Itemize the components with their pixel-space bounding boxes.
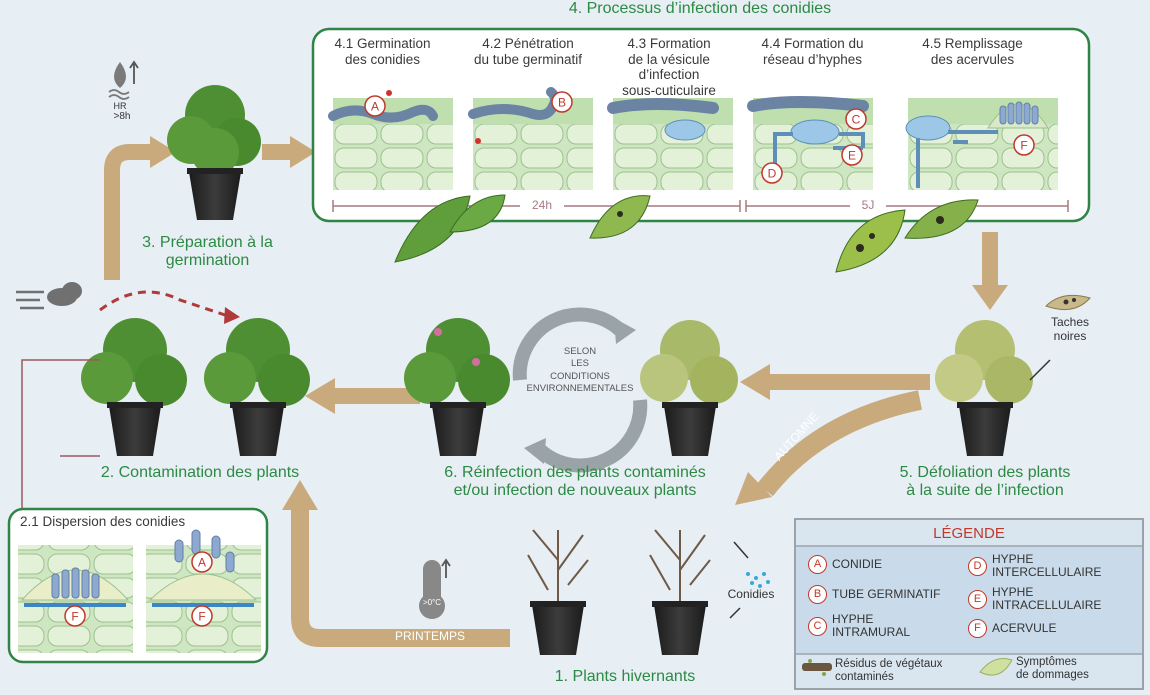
- stage6-title: 6. Réinfection des plants contaminés et/…: [444, 464, 706, 500]
- cycle-text: SELON LES CONDITIONS ENVIRONNEMENTALES: [526, 346, 634, 395]
- marker-a-panel2: A: [198, 556, 206, 570]
- marker-f-step45: F: [1020, 139, 1027, 153]
- marker-a-step41: A: [371, 100, 379, 114]
- conidia-label: Conidies: [727, 587, 775, 601]
- dispersion-panels: F A F: [18, 529, 261, 653]
- black-spots-label: Taches noires: [1050, 315, 1090, 343]
- conidia-cluster-icon: [746, 572, 770, 588]
- legend-label-intercellulaire: HYPHE INTERCELLULAIRE: [992, 552, 1102, 580]
- plants: [81, 85, 1033, 655]
- legend-marker-a: A: [808, 555, 827, 574]
- marker-f-panel2: F: [198, 610, 205, 624]
- rain-wind-icon: [16, 282, 82, 310]
- infection-markers: A B C E D F: [364, 90, 1035, 184]
- infection-panels: [328, 87, 1058, 190]
- stage4-title: 4. Processus d’infection des conidies: [568, 0, 832, 17]
- legend-label-tube: TUBE GERMINATIF: [832, 586, 941, 601]
- step43-label: 4.3 Formation de la vésicule d’infection…: [622, 36, 716, 98]
- step42-label: 4.2 Pénétration du tube germinatif: [473, 36, 583, 67]
- cycle-arrowheads: [524, 318, 636, 464]
- marker-b-step42: B: [558, 96, 566, 110]
- humidity-duration: >8h: [113, 111, 131, 122]
- legend-item-intracellulaire: E HYPHE INTRACELLULAIRE: [968, 585, 1102, 613]
- humidity-icon: [108, 60, 139, 100]
- marker-c-step44: C: [852, 113, 861, 127]
- legend-marker-b: B: [808, 585, 827, 604]
- legend-label-acervule: ACERVULE: [992, 620, 1057, 635]
- thermometer-icon: [419, 558, 451, 619]
- dispersion-arrow: [99, 290, 226, 317]
- stage2-title: 2. Contamination des plants: [100, 464, 300, 481]
- season-spring: PRINTEMPS: [394, 629, 465, 643]
- rose-leaves-icon: [394, 194, 979, 273]
- humidity-label: HR: [113, 101, 127, 111]
- legend-item-intramural: C HYPHE INTRAMURAL: [808, 612, 911, 640]
- legend-item-tube: B TUBE GERMINATIF: [808, 585, 940, 604]
- zoom-connector: [21, 359, 100, 510]
- legend-item-intercellulaire: D HYPHE INTERCELLULAIRE: [968, 552, 1102, 580]
- legend-title: LÉGENDE: [933, 525, 1005, 542]
- stage21-title: 2.1 Dispersion des conidies: [20, 514, 186, 529]
- black-spot-leaf-icon: [1029, 294, 1091, 381]
- legend-marker-e: E: [968, 589, 987, 609]
- legend-symptoms-label: Symptômes de dommages: [1016, 656, 1089, 682]
- legend-item-acervule: F ACERVULE: [968, 619, 1056, 638]
- legend-marker-d: D: [968, 556, 987, 576]
- marker-f-panel1: F: [71, 610, 78, 624]
- legend-item-conidie: A CONIDIE: [808, 555, 882, 574]
- dispersion-arrow-head: [224, 307, 240, 324]
- timeline-5j: 5J: [861, 198, 875, 212]
- arrow-heads: [150, 136, 1008, 510]
- step41-label: 4.1 Germination des conidies: [334, 36, 431, 67]
- stage5-title: 5. Défoliation des plants à la suite de …: [899, 464, 1071, 500]
- legend-label-intracellulaire: HYPHE INTRACELLULAIRE: [992, 585, 1102, 613]
- step44-label: 4.4 Formation du réseau d’hyphes: [761, 36, 864, 67]
- step45-label: 4.5 Remplissage des acervules: [922, 36, 1023, 67]
- marker-e-step44: E: [848, 149, 856, 163]
- legend-residue-label: Résidus de végétaux contaminés: [835, 658, 943, 684]
- timeline-24h: 24h: [531, 198, 553, 212]
- temperature-label: >0°C: [422, 598, 442, 607]
- legend-label-conidie: CONIDIE: [832, 556, 883, 571]
- stage3-title: 3. Préparation à la germination: [142, 234, 273, 270]
- environment-cycle-ring: [512, 307, 648, 473]
- marker-d-step44: D: [768, 167, 777, 181]
- legend-marker-f: F: [968, 619, 987, 638]
- cycle-arrows: [104, 144, 998, 647]
- residue-icon: [802, 659, 832, 676]
- legend-marker-c: C: [808, 616, 827, 636]
- symptom-leaf-icon: [979, 658, 1013, 676]
- legend-label-intramural: HYPHE INTRAMURAL: [832, 612, 911, 640]
- stage1-title: 1. Plants hivernants: [554, 668, 696, 685]
